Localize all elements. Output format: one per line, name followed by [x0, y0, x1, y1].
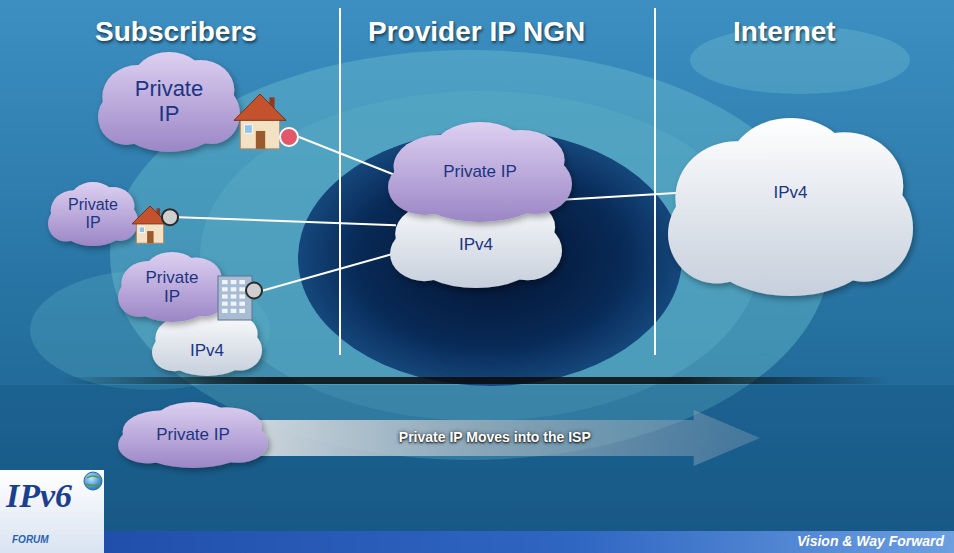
house-icon [132, 206, 168, 243]
network-cloud: IPv4 [668, 118, 913, 296]
shape-outline [48, 182, 179, 246]
building-window [231, 302, 237, 306]
label-holder: Subscribers [95, 16, 257, 48]
building-window [239, 287, 245, 291]
logo-box [0, 470, 104, 553]
lower-shade [0, 385, 954, 531]
house-wall [136, 221, 163, 243]
network-cloud: Private IP [388, 122, 572, 222]
network-cloud: Private IP [48, 182, 179, 246]
building-window [231, 294, 237, 298]
text-holder: Private IP [156, 425, 230, 444]
move-arrow-shape: Private IP Moves into the ISP [250, 410, 760, 466]
text-holder: IPv4 [190, 341, 224, 360]
private-ip-cloud [118, 402, 268, 468]
move-arrow [250, 410, 760, 466]
network-cloud: Private IP [98, 52, 299, 152]
private-ip-cloud [48, 182, 138, 246]
column-heading: Subscribers [95, 16, 257, 48]
status-dot-grey [162, 209, 178, 225]
building-window [222, 280, 228, 284]
column-divider [339, 8, 341, 355]
separator-bar [60, 377, 890, 384]
column-heading: Internet [733, 16, 836, 48]
text-holder: Private IP [124, 77, 214, 126]
cloud-label: Private IP [443, 162, 517, 181]
logo-word: FORUM [12, 534, 49, 546]
building-window [222, 302, 228, 306]
text-holder: Private IP [443, 162, 517, 181]
cloud-label: Private IP [137, 268, 207, 306]
text-holder: Private IP Moves into the ISP [399, 430, 591, 446]
logo-globe [84, 472, 102, 490]
building-window [222, 287, 228, 291]
text-holder: Private IP [137, 268, 207, 306]
house-roof [234, 94, 286, 120]
text-holder: IPv4 [459, 235, 493, 254]
status-dot-red [280, 128, 298, 146]
shape-outline [668, 118, 913, 296]
logo-globe-land [86, 476, 100, 486]
footer-bar [0, 531, 954, 553]
private-ip-cloud [388, 122, 572, 222]
network-cloud: Private IP [118, 252, 263, 322]
cloud-label: IPv4 [459, 235, 493, 254]
office-building-icon [218, 276, 252, 320]
column-heading: Provider IP NGN [368, 16, 585, 48]
cloud-label: IPv4 [190, 341, 224, 360]
building-window [239, 294, 245, 298]
house-door [256, 131, 265, 149]
label-holder: Internet [733, 16, 836, 48]
label-holder: Provider IP NGN [368, 16, 585, 48]
shape-outline [98, 52, 299, 152]
building-body [218, 276, 252, 320]
network-link [263, 251, 404, 291]
cloud-label: Private IP [124, 77, 214, 126]
building-window [239, 302, 245, 306]
cloud-label: Private IP [63, 196, 123, 232]
footer-slogan: Vision & Way Forward [700, 533, 944, 549]
ipv4-cloud [668, 118, 913, 296]
label-holder: IPv6 [6, 476, 72, 515]
label-holder: FORUM [12, 534, 49, 546]
network-link [299, 137, 400, 177]
ipv4-cloud [390, 190, 562, 288]
private-ip-cloud [118, 252, 226, 322]
shape-outline [118, 252, 263, 322]
building-window [231, 287, 237, 291]
status-dot-grey [246, 283, 262, 299]
house-icon [234, 94, 286, 149]
building-window [231, 309, 237, 313]
arrow-caption: Private IP Moves into the ISP [399, 430, 591, 446]
building-window [231, 280, 237, 284]
logo-mark: IPv6 [6, 476, 72, 515]
building-window [222, 294, 228, 298]
column-divider [654, 8, 656, 355]
network-cloud: Private IP [118, 402, 268, 468]
network-link [558, 193, 680, 200]
building-window [239, 309, 245, 313]
private-ip-cloud [98, 52, 240, 152]
cloud-label: Private IP [156, 425, 230, 444]
label-holder: Vision & Way Forward [700, 533, 944, 549]
cloud-label: IPv4 [773, 183, 807, 202]
cloud-puff [705, 196, 877, 296]
text-holder: Private IP [63, 196, 123, 232]
building-window [239, 280, 245, 284]
network-link [179, 217, 396, 225]
ipv4-cloud [152, 308, 262, 376]
house-door [147, 231, 153, 243]
cloud-puff [416, 233, 536, 288]
house-wall [240, 116, 280, 148]
blue-hole [298, 130, 682, 386]
cloud-puff [169, 338, 246, 376]
building-window [222, 309, 228, 313]
house-window [139, 227, 144, 233]
text-holder: IPv4 [773, 183, 807, 202]
house-window [244, 125, 252, 133]
